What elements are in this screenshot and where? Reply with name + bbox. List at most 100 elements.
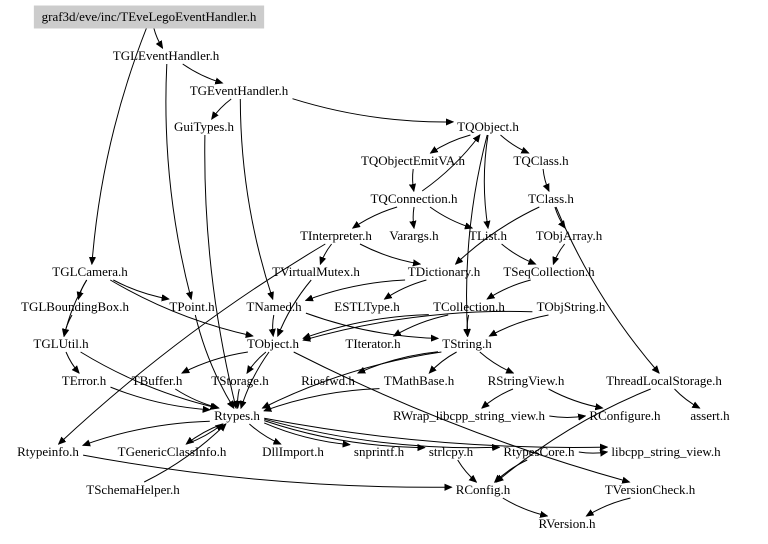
node-label: TGLUtil.h [33, 336, 89, 351]
edge-n34-n44 [264, 417, 607, 447]
edge-n0-n1 [153, 27, 163, 48]
edge-n34-n41 [264, 422, 350, 445]
node-guitypes-h: GuiTypes.h [174, 119, 235, 134]
edge-n24-n47 [293, 351, 630, 482]
edge-n26-n34 [263, 351, 442, 408]
node-label: TString.h [442, 336, 492, 351]
edge-n4-n11 [484, 134, 488, 228]
edge-n12-n16 [553, 243, 565, 264]
edge-n4-n5 [431, 134, 471, 153]
node-tpoint-h: TPoint.h [169, 299, 215, 314]
node-label: Rtypeinfo.h [17, 444, 79, 459]
node-tclass-h: TClass.h [528, 191, 574, 206]
node-tglcamera-h: TGLCamera.h [52, 264, 128, 279]
edge-n47-n48 [587, 497, 631, 516]
node-label: TObjString.h [537, 299, 606, 314]
node-tlist-h: TList.h [469, 228, 507, 243]
edge-n32-n36 [548, 388, 603, 408]
edge-n2-n4 [292, 98, 453, 122]
node-label: TBuffer.h [132, 373, 183, 388]
node-tgeventhandler-h: TGEventHandler.h [190, 83, 289, 98]
edge-n6-n8 [543, 168, 549, 191]
node-terror-h: TError.h [62, 373, 107, 388]
node-rconfig-h: RConfig.h [456, 482, 511, 497]
node-label: TSeqCollection.h [503, 264, 595, 279]
edge-n42-n46 [457, 459, 477, 482]
edge-n19-n26 [305, 312, 438, 338]
node-estltype-h: ESTLType.h [334, 299, 400, 314]
node-label: ThreadLocalStorage.h [606, 373, 722, 388]
edge-n31-n34 [264, 388, 380, 411]
edge-n18-n34 [194, 314, 233, 408]
node-tgleventhandler-h: TGLEventHandler.h [113, 48, 220, 63]
node-label: Riosfwd.h [301, 373, 355, 388]
node-tgenericclassinfo-h: TGenericClassInfo.h [118, 444, 227, 459]
node-rtypes-h: Rtypes.h [214, 408, 260, 423]
node-tschemahelper-h: TSchemaHelper.h [86, 482, 180, 497]
edge-n45-n34 [143, 424, 226, 483]
edge-n24-n28 [182, 351, 248, 373]
edge-n7-n10 [413, 206, 414, 228]
edge-n17-n23 [64, 314, 73, 336]
node-label: TList.h [469, 228, 507, 243]
edge-n22-n26 [490, 314, 549, 336]
edge-n43-n46 [495, 459, 528, 482]
edge-n34-n42 [264, 420, 424, 448]
node-label: TSchemaHelper.h [86, 482, 180, 497]
node-tversioncheck-h: TVersionCheck.h [605, 482, 696, 497]
node-tqconnection-h: TQConnection.h [370, 191, 458, 206]
edge-n21-n25 [394, 314, 449, 336]
node-label: TObjArray.h [536, 228, 603, 243]
edge-n15-n19 [306, 279, 406, 300]
node-label: TGLCamera.h [52, 264, 128, 279]
node-varargs-h: Varargs.h [389, 228, 439, 243]
edge-n9-n14 [320, 243, 332, 264]
node-rwrap-libcpp-string-view-h: RWrap_libcpp_string_view.h [393, 408, 546, 423]
node-label: Varargs.h [389, 228, 439, 243]
node-tqobject-h: TQObject.h [457, 119, 519, 134]
node-threadlocalstorage-h: ThreadLocalStorage.h [606, 373, 722, 388]
node-label: TVersionCheck.h [605, 482, 696, 497]
node-label: TGLBoundingBox.h [21, 299, 129, 314]
node-label: DllImport.h [262, 444, 324, 459]
node-label: TNamed.h [246, 299, 302, 314]
node-label: ESTLType.h [334, 299, 400, 314]
node-label: graf3d/eve/inc/TEveLegoEventHandler.h [42, 9, 257, 24]
node-label: TGLEventHandler.h [113, 48, 220, 63]
node-label: TQConnection.h [370, 191, 458, 206]
node-dllimport-h: DllImport.h [262, 444, 324, 459]
node-layer: graf3d/eve/inc/TEveLegoEventHandler.hTGL… [17, 5, 730, 531]
node-label: TStorage.h [211, 373, 269, 388]
edge-n21-n26 [467, 314, 469, 336]
node-tstorage-h: TStorage.h [211, 373, 269, 388]
edge-n7-n4 [421, 135, 480, 192]
node-label: TInterpreter.h [300, 228, 372, 243]
node-label: TPoint.h [169, 299, 215, 314]
node-tobject-h: TObject.h [247, 336, 300, 351]
edge-n28-n34 [175, 388, 218, 408]
node-tglboundingbox-h: TGLBoundingBox.h [21, 299, 129, 314]
edge-n21-n24 [303, 314, 429, 339]
node-label: TMathBase.h [384, 373, 455, 388]
node-label: RConfigure.h [589, 408, 661, 423]
edge-n13-n24 [110, 279, 252, 336]
node-label: Rtypes.h [214, 408, 260, 423]
edge-n26-n32 [479, 351, 513, 373]
node-label: TClass.h [528, 191, 574, 206]
edge-n1-n18 [165, 63, 191, 299]
node-libcpp-string-view-h: libcpp_string_view.h [611, 444, 721, 459]
edge-n14-n24 [278, 279, 312, 336]
edge-n32-n35 [482, 388, 514, 408]
node-rconfigure-h: RConfigure.h [589, 408, 661, 423]
edge-n8-n33 [555, 206, 659, 373]
node-tmathbase-h: TMathBase.h [384, 373, 455, 388]
node-label: RConfig.h [456, 482, 511, 497]
edge-n4-n6 [500, 134, 529, 153]
edge-n15-n20 [385, 279, 427, 299]
node-tbuffer-h: TBuffer.h [132, 373, 183, 388]
node-tqclass-h: TQClass.h [513, 153, 569, 168]
node-label: TQObjectEmitVA.h [361, 153, 466, 168]
edge-n4-n26 [467, 134, 488, 336]
edge-n43-n44 [578, 452, 607, 453]
